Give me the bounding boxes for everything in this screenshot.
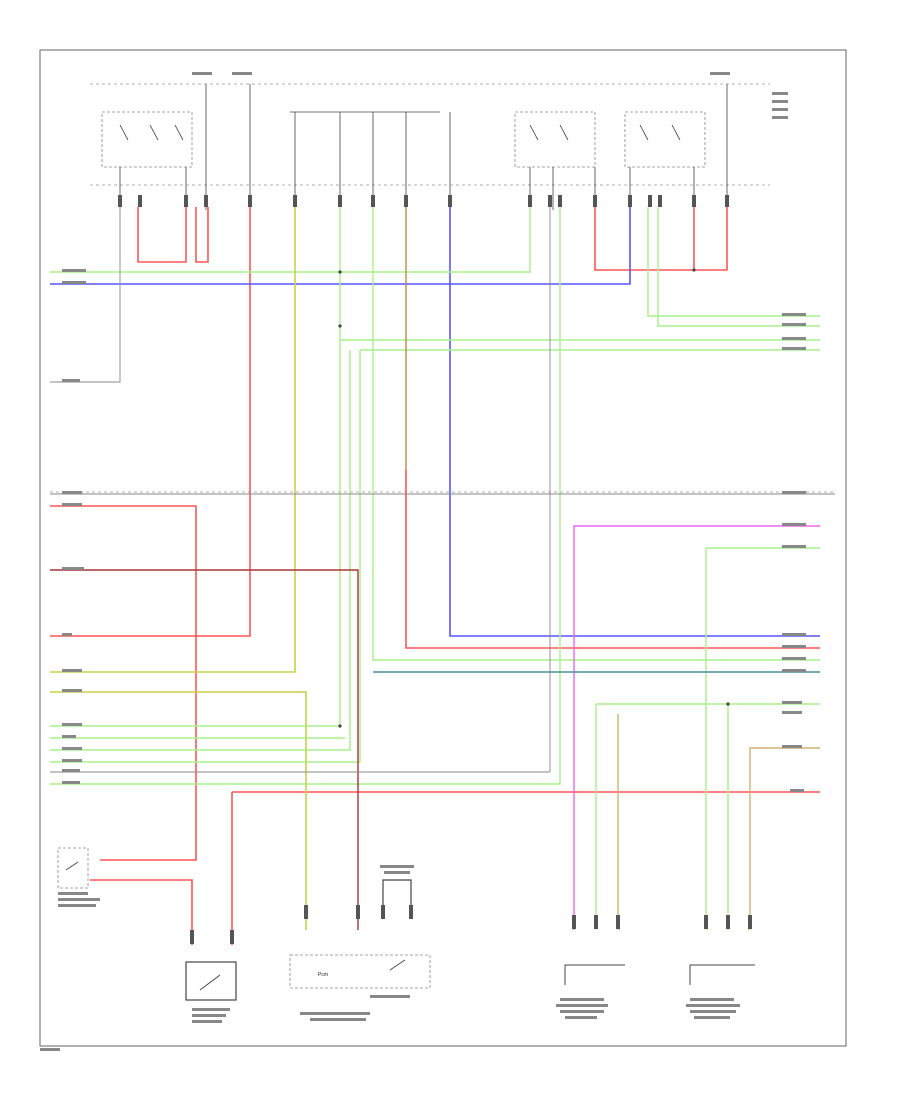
top-header-tick-labels [192, 72, 788, 119]
component-switch-left [185, 961, 237, 1023]
page-ref-mark [40, 1048, 60, 1051]
relay-center-2 [624, 111, 706, 168]
component-left-switch-small [57, 847, 100, 907]
relay-center-1 [514, 111, 596, 168]
dark-red-wires [50, 569, 359, 930]
component-sensor-center [380, 865, 414, 905]
diagram-frame [39, 49, 847, 1047]
junction-dots [338, 268, 730, 728]
connector-pins-bottom [190, 905, 752, 944]
connector-pins-top [118, 195, 729, 207]
yellow-green-wires [50, 207, 307, 930]
component-center: Pcm [289, 954, 431, 1021]
fuse-stems [119, 84, 728, 210]
relay-left [101, 111, 193, 168]
component-sensor-right-2 [686, 964, 755, 1019]
pink-wires [573, 525, 820, 930]
bottom-center-label: Pcm [318, 972, 328, 978]
gray-wires [50, 207, 835, 773]
red-wires [50, 207, 820, 945]
component-sensor-right-1 [556, 964, 625, 1019]
left-connector-labels [62, 269, 86, 784]
right-connector-labels [782, 313, 806, 792]
green-wires [50, 207, 820, 930]
